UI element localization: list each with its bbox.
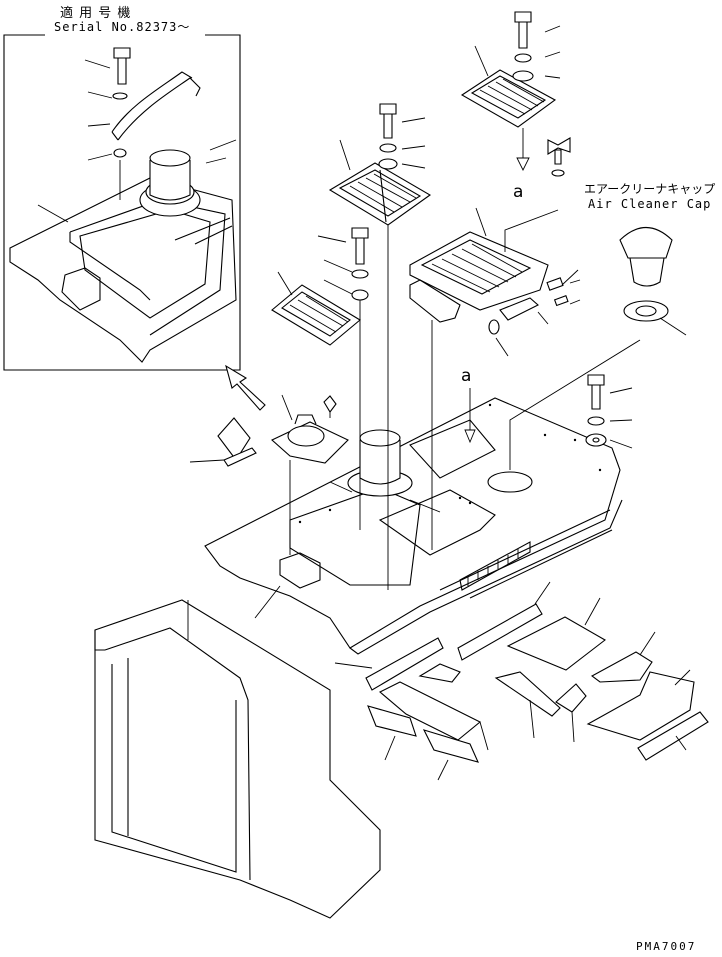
air-cleaner-cap-label-japanese: エアークリーナキャップ [584,182,716,196]
grille-cover-top-right [462,70,555,127]
bracket-and-latch [190,396,336,466]
small-parts-cluster [489,278,580,356]
view-marker-upper: a [513,182,524,202]
inset-reference-arrow [226,366,265,410]
inset-detail [4,35,240,370]
hood-cap-front [272,395,348,463]
serial-note-japanese: 適 用 号 機 [60,6,132,21]
view-marker-lower: a [461,366,472,386]
assembly-lines [278,46,640,590]
bolt-stack-left [318,228,368,300]
grille-cover-mid [330,163,430,225]
bolt-stack-right [586,375,632,448]
serial-note-range: Serial No.82373～ [54,20,191,34]
platform-body [205,398,622,654]
bolt-stack-top-right [513,12,560,81]
grille-cover-left [272,285,360,345]
air-cleaner-cap [620,228,686,336]
radiator-guard [95,600,380,918]
bolt-stack-mid [379,104,425,169]
platform-leaders [255,482,440,618]
grille-cover-large [410,232,548,322]
air-cleaner-cap-label: Air Cleaner Cap [588,197,712,211]
wing-bolt-and-washer [548,138,570,176]
floor-mats [335,582,708,780]
drawing-number: PMA7007 [636,940,697,953]
